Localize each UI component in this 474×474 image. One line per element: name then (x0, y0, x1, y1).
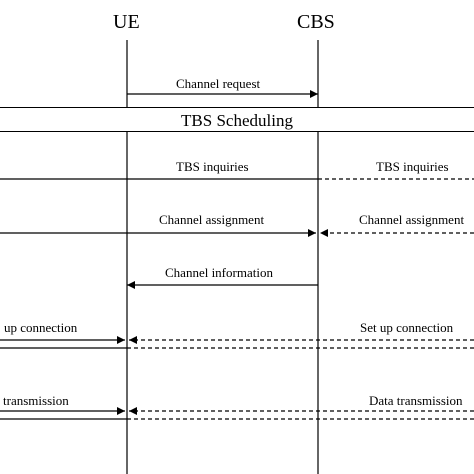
ue-label: UE (113, 11, 140, 33)
data-transmission-left-label: a transmission (0, 393, 69, 408)
tbs-scheduling-title: TBS Scheduling (181, 111, 293, 130)
setup-connection-left-label: up connection (4, 320, 78, 335)
channel-information-label: Channel information (165, 265, 273, 280)
cbs-label: CBS (297, 11, 335, 33)
channel-assignment-right-label: Channel assignment (359, 212, 465, 227)
tbs-inquiries-right-label: TBS inquiries (376, 159, 449, 174)
tbs-scheduling-banner: TBS Scheduling (0, 107, 474, 132)
setup-connection-right-label: Set up connection (360, 320, 454, 335)
channel-request-label: Channel request (176, 76, 261, 91)
data-transmission-right-label: Data transmission (369, 393, 463, 408)
channel-assignment-left-label: Channel assignment (159, 212, 265, 227)
tbs-inquiries-left-label: TBS inquiries (176, 159, 249, 174)
